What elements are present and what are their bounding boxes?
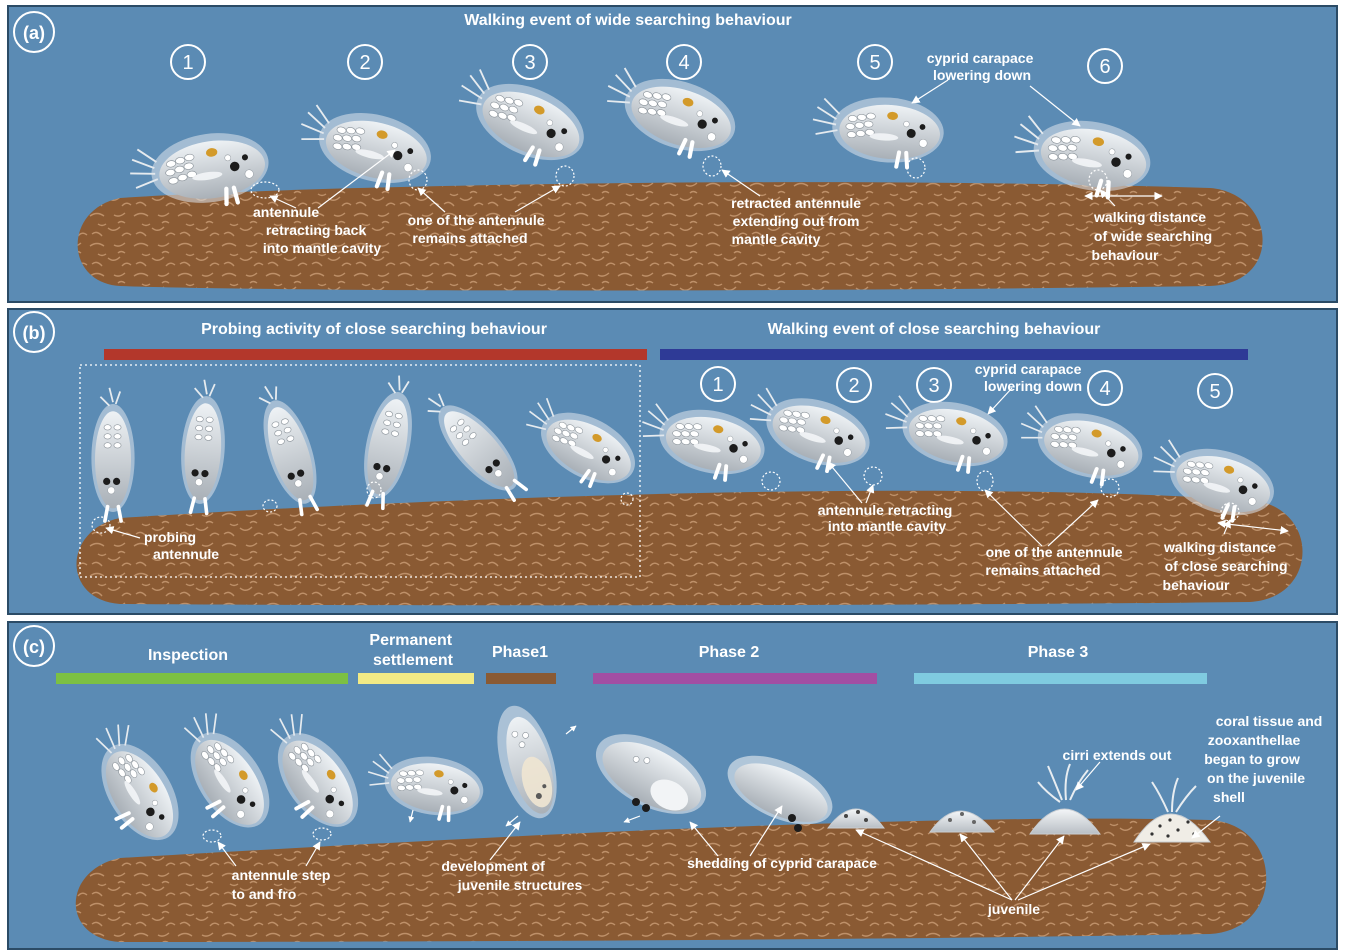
label-line: antennule retracting: [818, 502, 953, 518]
label-juvenile: juvenile: [987, 901, 1040, 917]
label-line: into mantle cavity: [263, 240, 381, 256]
label-shedding: shedding of cyprid carapace: [687, 855, 877, 871]
label-line: of wide searching: [1094, 228, 1212, 244]
label-line: began to grow: [1204, 751, 1300, 767]
label-line: zooxanthellae: [1208, 732, 1301, 748]
panel-b-tag: (b): [23, 323, 46, 343]
step-number: 3: [928, 375, 939, 397]
panel-b-probing-title: Probing activity of close searching beha…: [201, 321, 547, 338]
label-line: of close searching: [1165, 558, 1288, 574]
walking-event-bar: [660, 349, 1248, 360]
step-number: 1: [712, 374, 723, 396]
phase-inspection-label: Inspection: [148, 647, 228, 664]
shed-eye: [794, 824, 802, 832]
step-number: 2: [848, 375, 859, 397]
phase-inspection-bar: [56, 673, 348, 684]
label-line: antennule: [153, 546, 219, 562]
label-line: extending out from: [733, 213, 860, 229]
label-line: on the juvenile: [1207, 770, 1305, 786]
step-number: 2: [359, 52, 370, 74]
label-line: lowering down: [984, 378, 1082, 394]
label-line: into mantle cavity: [828, 518, 946, 534]
label-line: juvenile structures: [457, 877, 583, 893]
phase-3-bar: [914, 673, 1207, 684]
label-line: walking distance: [1163, 539, 1276, 555]
panel-a-substrate: [78, 182, 1263, 290]
panel-c: (c) Inspection Permanent settlement Phas…: [8, 622, 1337, 949]
label-line: antennule step: [232, 867, 331, 883]
step-number: 1: [182, 52, 193, 74]
step-number: 4: [1099, 378, 1110, 400]
label-antennule-retracting: antennule retracting into mantle cavity: [818, 502, 956, 534]
panel-c-tag: (c): [23, 637, 45, 657]
probing-activity-bar: [104, 349, 647, 360]
step-number: 6: [1099, 56, 1110, 78]
phase-3-label: Phase 3: [1028, 644, 1089, 661]
label-line: retracting back: [266, 222, 367, 238]
label-line: walking distance: [1093, 209, 1206, 225]
label-line: settlement: [373, 652, 454, 669]
label-carapace-lowering: cyprid carapace lowering down: [975, 361, 1086, 394]
label-line: development of: [441, 858, 545, 874]
panel-b: (b) Probing activity of close searching …: [8, 309, 1337, 614]
panel-a: (a) Walking event of wide searching beha…: [8, 6, 1337, 302]
label-line: behaviour: [1163, 577, 1230, 593]
label-carapace-lowering: cyprid carapace lowering down: [927, 50, 1038, 83]
label-line: cyprid carapace: [927, 50, 1034, 66]
label-line: behaviour: [1092, 247, 1159, 263]
label-line: coral tissue and: [1216, 713, 1323, 729]
shed-eye: [788, 814, 796, 822]
label-line: to and fro: [232, 886, 297, 902]
step-number: 5: [869, 52, 880, 74]
label-cirri: cirri extends out: [1063, 747, 1172, 763]
label-line: one of the antennule: [986, 544, 1123, 560]
label-line: lowering down: [933, 67, 1031, 83]
panel-a-title: Walking event of wide searching behaviou…: [464, 12, 791, 29]
shed-eye: [642, 804, 650, 812]
phase-2-label: Phase 2: [699, 644, 760, 661]
phase-permanent-bar: [358, 673, 474, 684]
label-line: probing: [144, 529, 196, 545]
label-line: remains attached: [412, 230, 527, 246]
label-line: Permanent: [369, 632, 452, 649]
phase-1-label: Phase1: [492, 644, 548, 661]
label-line: one of the antennule: [408, 212, 545, 228]
label-line: retracted antennule: [731, 195, 861, 211]
phase-1-bar: [486, 673, 556, 684]
label-line: cyprid carapace: [975, 361, 1082, 377]
label-line: antennule: [253, 204, 319, 220]
label-line: mantle cavity: [732, 231, 821, 247]
step-number: 5: [1209, 381, 1220, 403]
shed-eye: [632, 798, 640, 806]
label-line: shell: [1213, 789, 1245, 805]
label-line: remains attached: [985, 562, 1100, 578]
panel-b-walking-title: Walking event of close searching behavio…: [768, 321, 1101, 338]
step-number: 4: [678, 52, 689, 74]
panel-a-tag: (a): [23, 23, 45, 43]
step-number: 3: [524, 52, 535, 74]
phase-2-bar: [593, 673, 877, 684]
